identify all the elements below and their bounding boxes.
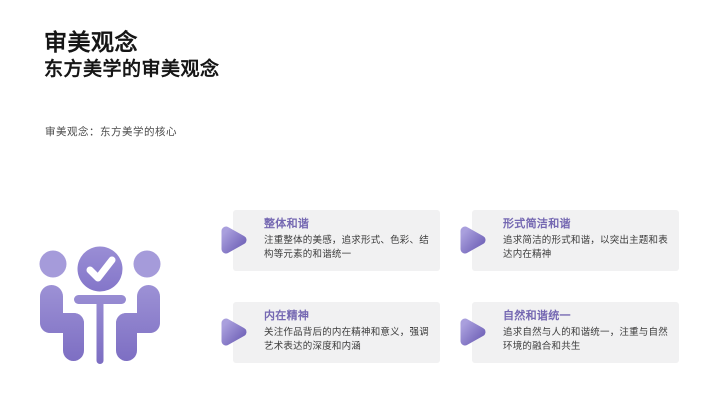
card-title: 形式简洁和谐 (503, 218, 571, 230)
card-simple-form-harmony: 形式简洁和谐 追求简洁的形式和谐，以突出主题和表达内在精神 (460, 210, 679, 271)
card-title: 自然和谐统一 (503, 310, 571, 322)
triangle-right-icon (221, 226, 247, 254)
card-nature-harmony-unity: 自然和谐统一 追求自然与人的和谐统一，注重与自然环境的融合和共生 (460, 302, 679, 363)
card-description: 注重整体的美感，追求形式、色彩、结构等元素的和谐统一 (264, 235, 429, 260)
card-title: 整体和谐 (264, 218, 310, 230)
card-description: 追求简洁的形式和谐，以突出主题和表达内在精神 (503, 235, 668, 260)
triangle-right-icon (460, 226, 486, 254)
person-head-right (133, 250, 161, 278)
meeting-agreement-icon (39, 246, 161, 364)
person-right (116, 285, 160, 361)
check-badge (77, 246, 123, 292)
feature-cards: 整体和谐 注重整体的美感，追求形式、色彩、结构等元素的和谐统一 形式简洁和谐 追… (221, 210, 679, 363)
page-subtitle: 东方美学的审美观念 (44, 59, 220, 80)
card-overall-harmony: 整体和谐 注重整体的美感，追求形式、色彩、结构等元素的和谐统一 (221, 210, 440, 271)
person-head-left (39, 250, 67, 278)
card-title: 内在精神 (264, 310, 310, 322)
card-description: 追求自然与人的和谐统一，注重与自然环境的融合和共生 (503, 327, 668, 352)
page-title: 审美观念 (44, 29, 138, 55)
checkmark-icon (86, 256, 116, 282)
table (74, 295, 126, 364)
person-left (40, 285, 84, 361)
card-inner-spirit: 内在精神 关注作品背后的内在精神和意义，强调艺术表达的深度和内涵 (221, 302, 440, 363)
card-description: 关注作品背后的内在精神和意义，强调艺术表达的深度和内涵 (264, 327, 429, 352)
triangle-right-icon (460, 318, 486, 346)
triangle-right-icon (221, 318, 247, 346)
caption: 审美观念：东方美学的核心 (45, 126, 177, 138)
header: 审美观念 东方美学的审美观念 (44, 28, 220, 82)
